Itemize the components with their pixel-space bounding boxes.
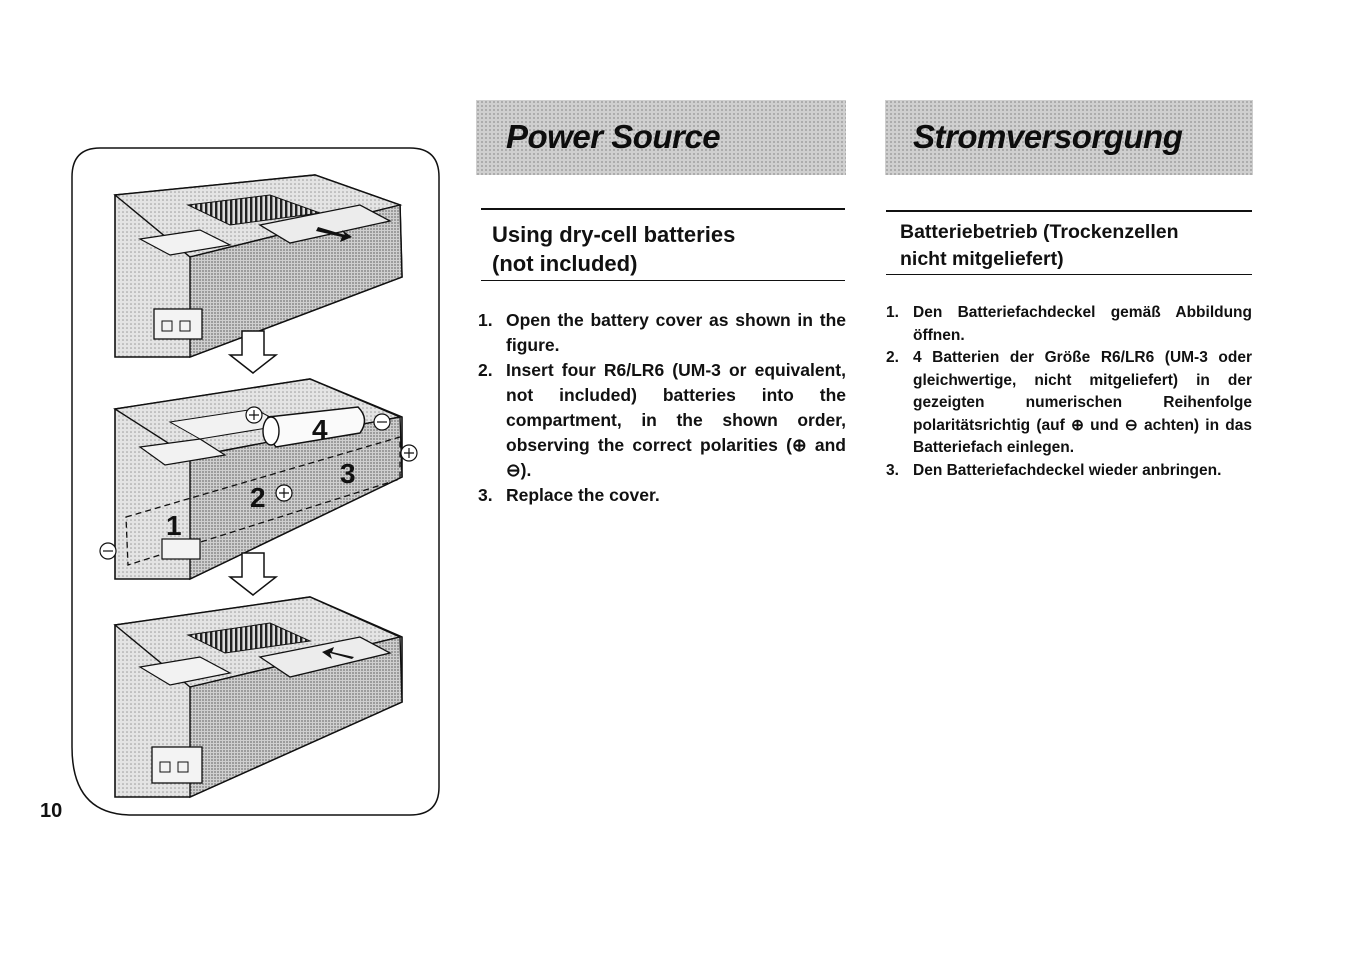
section-title-german: Stromversorgung [913,118,1183,155]
step-text: 4 Batterien der Größe R6/LR6 (UM-3 oder … [913,349,1252,456]
subheading-line: Using dry-cell batteries [492,222,736,247]
list-item: 2. Insert four R6/LR6 (UM-3 or equivalen… [478,358,846,483]
step-number: 1. [886,304,899,321]
list-item: 3. Den Batteriefachdeckel wieder anbring… [886,460,1252,483]
step-number: 2. [478,360,493,380]
instruction-list-english: 1. Open the battery cover as shown in th… [478,308,846,508]
subheading-german: Batteriebetrieb (Trockenzellen nicht mit… [886,210,1252,275]
step-number: 1. [478,310,493,330]
battery-label-4: 4 [312,414,328,445]
step-text: Insert four R6/LR6 (UM-3 or equivalent, … [506,360,846,480]
step-text: Open the battery cover as shown in the f… [506,310,846,355]
section-banner-english: Power Source [476,100,846,175]
subheading-line: Batteriebetrieb (Trockenzellen [900,221,1179,243]
subheading-line: nicht mitgeliefert) [900,248,1064,270]
battery-label-1: 1 [166,510,182,541]
page-number: 10 [40,800,63,822]
list-item: 2. 4 Batterien der Größe R6/LR6 (UM-3 od… [886,347,1252,460]
arrow-down-icon [227,330,279,374]
instruction-list-german: 1. Den Batteriefachdeckel gemäß Abbildun… [886,302,1252,482]
arrow-right-icon [316,227,352,242]
battery-label-3: 3 [340,458,356,489]
arrow-up-icon [322,647,354,659]
subheading-english: Using dry-cell batteries (not included) [481,208,845,281]
arrow-down-icon [227,552,279,596]
device-bottom [113,596,403,799]
device-middle: 4 3 2 1 [99,378,418,581]
step-number: 3. [478,485,493,505]
step-text: Replace the cover. [506,485,660,505]
list-item: 1. Open the battery cover as shown in th… [478,308,846,358]
device-top [113,174,403,359]
step-text: Den Batteriefachdeckel gemäß Abbildung ö… [913,304,1252,344]
battery-icon [262,406,366,448]
step-number: 3. [886,461,899,479]
battery-installation-illustration: 4 3 2 1 [71,147,440,816]
panel-frame [71,147,440,816]
section-banner-german: Stromversorgung [885,100,1253,175]
illustration-panel: 4 3 2 1 [70,147,440,816]
section-title-english: Power Source [506,118,721,155]
subheading-line: (not included) [492,251,638,276]
step-text: Den Batteriefachdeckel wieder anbringen. [913,461,1222,479]
list-item: 3. Replace the cover. [478,483,846,508]
step-number: 2. [886,349,899,366]
battery-label-2: 2 [250,482,266,513]
list-item: 1. Den Batteriefachdeckel gemäß Abbildun… [886,302,1252,347]
